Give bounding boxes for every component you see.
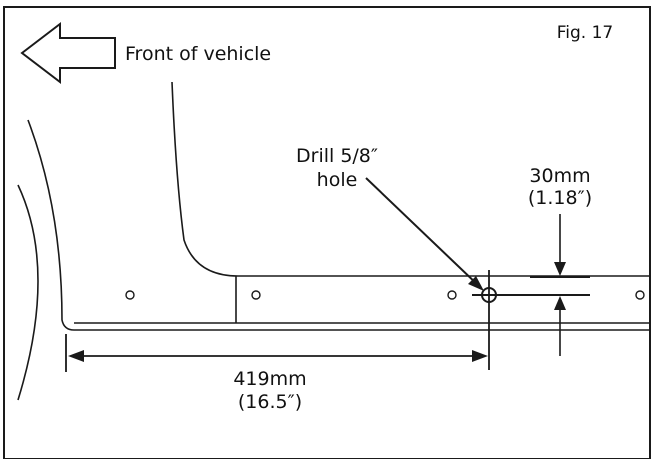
hdim-imperial-label: (16.5″) bbox=[238, 391, 302, 413]
vdim-imperial-label: (1.18″) bbox=[528, 187, 592, 209]
vdim-arrowhead-top bbox=[554, 262, 566, 276]
hdim-arrowhead-right bbox=[472, 350, 488, 362]
drill-label-line1: Drill 5/8″ bbox=[296, 145, 378, 167]
hdim-arrowhead-left bbox=[68, 350, 84, 362]
existing-hole bbox=[635, 290, 645, 300]
vdim-metric-label: 30mm bbox=[529, 165, 590, 187]
existing-hole bbox=[251, 290, 261, 300]
figure-label: Fig. 17 bbox=[557, 23, 614, 43]
hdim-metric-label: 419mm bbox=[233, 368, 306, 390]
drill-leader-arrowhead bbox=[468, 276, 484, 291]
figure-frame bbox=[3, 6, 651, 459]
wheel-arch-inner bbox=[17, 184, 39, 401]
vdim-arrowhead-bottom bbox=[554, 296, 566, 310]
drill-leader-line bbox=[365, 177, 481, 288]
existing-hole bbox=[447, 290, 457, 300]
door-edge bbox=[171, 81, 650, 277]
direction-label: Front of vehicle bbox=[125, 43, 271, 65]
wheel-arch-outer bbox=[27, 119, 75, 331]
front-arrow-icon bbox=[20, 21, 116, 85]
existing-hole bbox=[125, 290, 135, 300]
drill-label-line2: hole bbox=[317, 169, 358, 191]
